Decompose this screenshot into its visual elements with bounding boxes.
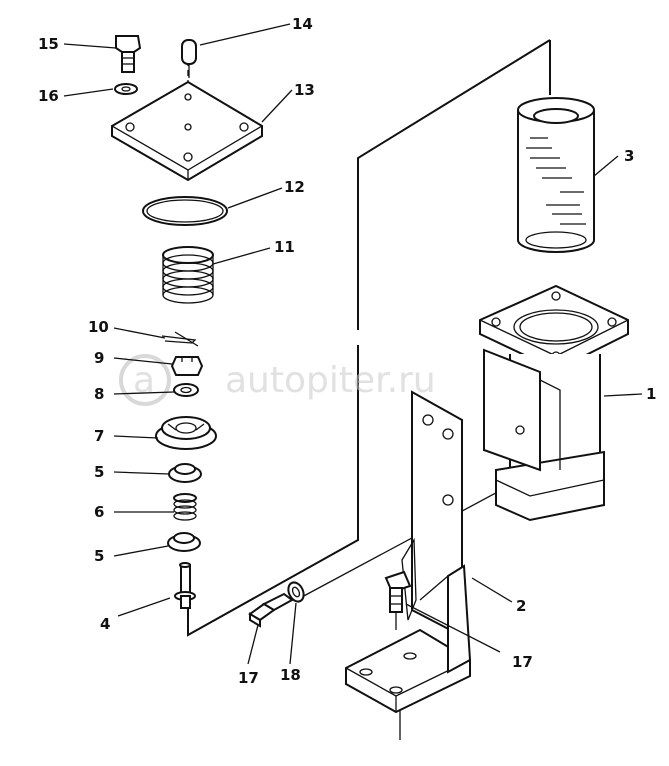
part-17-bolt-right: [384, 570, 412, 630]
callout-9: 9: [94, 349, 104, 367]
callout-17-left: 17: [238, 669, 259, 687]
callout-13: 13: [294, 81, 315, 99]
part-4-valve-stem: [174, 562, 196, 609]
callout-7: 7: [94, 427, 104, 445]
watermark-text: autopiter.ru: [225, 360, 436, 401]
callout-3: 3: [624, 147, 634, 165]
part-1-filter-case: [479, 284, 629, 522]
part-13-cover-plate: [111, 80, 263, 182]
callout-18: 18: [280, 666, 301, 684]
part-6-spring: [173, 493, 197, 521]
part-17-bolt-left: [248, 592, 294, 628]
part-7-valve-disc: [155, 416, 217, 450]
callout-14: 14: [292, 15, 313, 33]
callout-1: 1: [646, 385, 656, 403]
part-12-o-ring: [142, 196, 228, 226]
part-5-seat-upper: [168, 463, 202, 483]
callout-4: 4: [100, 615, 110, 633]
callout-8: 8: [94, 385, 104, 403]
part-5-seat-lower: [167, 532, 201, 552]
callout-2: 2: [516, 597, 526, 615]
watermark: a autopiter.ru: [119, 354, 436, 406]
part-14-plug: [181, 39, 197, 78]
watermark-logo-letter: a: [133, 360, 155, 401]
callout-15: 15: [38, 35, 59, 53]
part-9-castle-nut: [170, 356, 204, 376]
callout-17-right: 17: [512, 653, 533, 671]
part-16-washer: [114, 83, 138, 95]
part-10-cotter-pin: [161, 331, 199, 347]
watermark-logo-icon: [119, 354, 171, 406]
callout-labels: 15 16 14 13 12 11 10 9 8 7 5 6 5 4 3 1 2…: [38, 15, 656, 687]
part-8-washer: [173, 383, 199, 397]
callout-10: 10: [88, 318, 109, 336]
callout-5-upper: 5: [94, 463, 104, 481]
leader-lines: [63, 23, 643, 665]
part-2-bracket: [345, 390, 472, 714]
callout-16: 16: [38, 87, 59, 105]
callout-12: 12: [284, 178, 305, 196]
callout-5-lower: 5: [94, 547, 104, 565]
part-3-filter-element: [517, 97, 595, 253]
part-11-spring: [162, 246, 214, 304]
part-15-bolt: [115, 35, 142, 73]
part-18-washer: [287, 581, 305, 603]
callout-6: 6: [94, 503, 104, 521]
callout-11: 11: [274, 238, 295, 256]
